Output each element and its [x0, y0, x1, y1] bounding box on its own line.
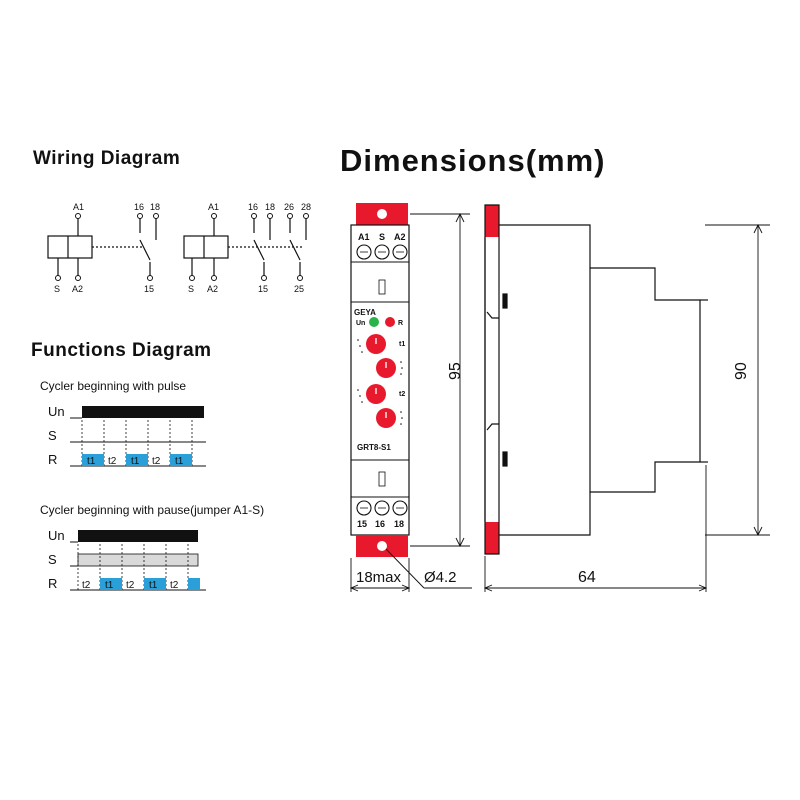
device-terminal-a1: A1 [358, 232, 370, 242]
pause-seg-5: t2 [170, 580, 179, 591]
pause-row-un: Un [48, 528, 65, 543]
pause-seg-4: t1 [149, 580, 158, 591]
device-body [350, 224, 410, 536]
led-r-icon [385, 317, 395, 327]
pause-r-on-3 [188, 578, 200, 590]
led-r-label: R [398, 320, 403, 327]
led-un-icon [369, 317, 379, 327]
knob-t1-label: t1 [399, 341, 405, 348]
device-front-view: A1 S A2 15 16 18 GEYA Un R [350, 203, 410, 557]
pulse-seg-2: t2 [108, 456, 117, 467]
pulse-seg-5: t1 [175, 456, 184, 467]
dimension-95 [410, 212, 470, 548]
pulse-seg-1: t1 [87, 456, 96, 467]
height-front-label: 95 [447, 362, 464, 380]
dimension-90 [705, 223, 770, 537]
wiring-diagram-heading: Wiring Diagram [33, 148, 181, 169]
pause-seg-2: t1 [105, 580, 114, 591]
device-terminal-15: 15 [357, 519, 367, 529]
pulse-r-on-2 [126, 454, 148, 466]
pulse-r-on-3 [170, 454, 192, 466]
pulse-r-on-1 [82, 454, 104, 466]
pulse-row-un: Un [48, 404, 65, 419]
terminal-label-a2: A2 [72, 284, 83, 294]
dimensions-heading: Dimensions(mm) [340, 143, 606, 178]
hole-label: Ø4.2 [424, 569, 457, 586]
pause-row-s: S [48, 552, 57, 567]
relay-coil [47, 235, 93, 259]
terminal-label-18-2: 18 [265, 202, 275, 212]
dimension-64 [483, 465, 708, 592]
pulse-seg-4: t2 [152, 456, 161, 467]
knob-t2-label: t2 [399, 391, 405, 398]
pause-r-on-1 [100, 578, 122, 590]
relay-coil-2 [183, 235, 229, 259]
brand-logo: GEYA [354, 308, 376, 317]
device-side-view [484, 204, 708, 555]
side-bottom-clip [485, 522, 499, 554]
terminal-label-16: 16 [134, 202, 144, 212]
wiring-diagram-right [183, 218, 307, 276]
pause-r-on-2 [144, 578, 166, 590]
device-terminal-16: 16 [375, 519, 385, 529]
terminal-label-25: 25 [294, 284, 304, 294]
functions-diagram-heading: Functions Diagram [31, 340, 212, 361]
pause-un-bar [78, 530, 198, 542]
pulse-row-r: R [48, 452, 57, 467]
terminal-label-s: S [54, 284, 60, 294]
device-terminal-18: 18 [394, 519, 404, 529]
width-label: 18max [356, 569, 402, 586]
terminal-label-a1: A1 [73, 202, 84, 212]
pause-caption: Cycler beginning with pause(jumper A1-S) [40, 503, 264, 517]
led-un-label: Un [356, 320, 365, 327]
wiring-terminals-left [55, 213, 159, 281]
terminal-label-26: 26 [284, 202, 294, 212]
pulse-caption: Cycler beginning with pulse [40, 379, 186, 393]
terminal-label-18: 18 [150, 202, 160, 212]
terminal-label-a2-2: A2 [207, 284, 218, 294]
side-top-clip [485, 205, 499, 237]
depth-label: 64 [578, 569, 596, 586]
terminal-label-15-2: 15 [258, 284, 268, 294]
terminal-label-s-2: S [188, 284, 194, 294]
wiring-diagram-left [47, 218, 157, 276]
pause-seg-1: t2 [82, 580, 91, 591]
pulse-seg-3: t1 [131, 456, 140, 467]
height-side-label: 90 [733, 362, 750, 380]
pause-seg-3: t2 [126, 580, 135, 591]
terminal-label-15: 15 [144, 284, 154, 294]
terminal-label-28: 28 [301, 202, 311, 212]
terminal-label-16-2: 16 [248, 202, 258, 212]
device-terminal-s: S [379, 232, 385, 242]
dimension-18max [349, 558, 411, 592]
terminal-label-a1-2: A1 [208, 202, 219, 212]
pause-row-r: R [48, 576, 57, 591]
pulse-un-bar [82, 406, 204, 418]
hole-leader [385, 548, 472, 589]
pulse-row-s: S [48, 428, 57, 443]
model-label: GRT8-S1 [357, 443, 391, 452]
pause-s-bar [77, 553, 199, 567]
device-terminal-a2: A2 [394, 232, 406, 242]
